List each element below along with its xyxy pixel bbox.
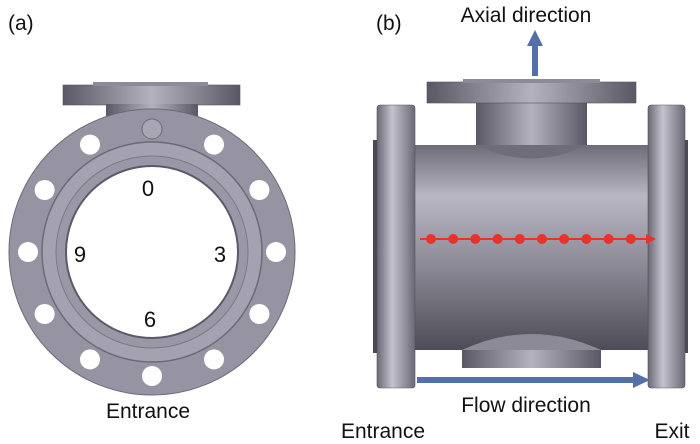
measurement-point: [470, 234, 481, 244]
bolt-hole: [249, 304, 270, 324]
panel-b-label: (b): [376, 12, 402, 35]
exit-label: Exit: [654, 420, 689, 443]
entrance-label-a: Entrance: [106, 400, 190, 423]
end-view-flange: [8, 82, 296, 396]
entrance-label-b: Entrance: [341, 420, 425, 443]
measurement-point: [603, 234, 614, 244]
bolt-hole: [204, 134, 224, 155]
bolt-hole: [80, 349, 100, 370]
bolt-hole: [18, 242, 38, 262]
measurement-point: [559, 234, 570, 244]
bolt-hole: [266, 242, 286, 262]
measurement-line: [420, 234, 656, 244]
bolt-hole: [34, 304, 55, 324]
bolt-hole: [142, 366, 162, 386]
measurement-point: [448, 234, 459, 244]
position-3: 3: [214, 242, 226, 267]
flow-arrow: [417, 372, 650, 388]
measurement-point: [514, 234, 525, 244]
measurement-point: [537, 234, 547, 244]
position-6: 6: [144, 307, 156, 332]
measurement-point: [581, 234, 592, 244]
flow-direction-label: Flow direction: [461, 394, 591, 417]
bolt-holes: [18, 134, 286, 386]
measurement-point: [625, 234, 636, 244]
bolt-hole: [34, 180, 55, 200]
position-9: 9: [74, 242, 86, 267]
measurement-point: [426, 234, 436, 244]
axial-direction-label: Axial direction: [461, 4, 592, 27]
measurement-point: [492, 234, 503, 244]
bolt-hole: [80, 134, 100, 155]
position-0: 0: [142, 176, 154, 201]
axial-arrow: [527, 30, 543, 76]
panel-a-label: (a): [8, 12, 34, 35]
bolt-hole: [204, 349, 224, 370]
bolt-hole: [249, 180, 270, 200]
side-view-pipe: [373, 79, 688, 389]
